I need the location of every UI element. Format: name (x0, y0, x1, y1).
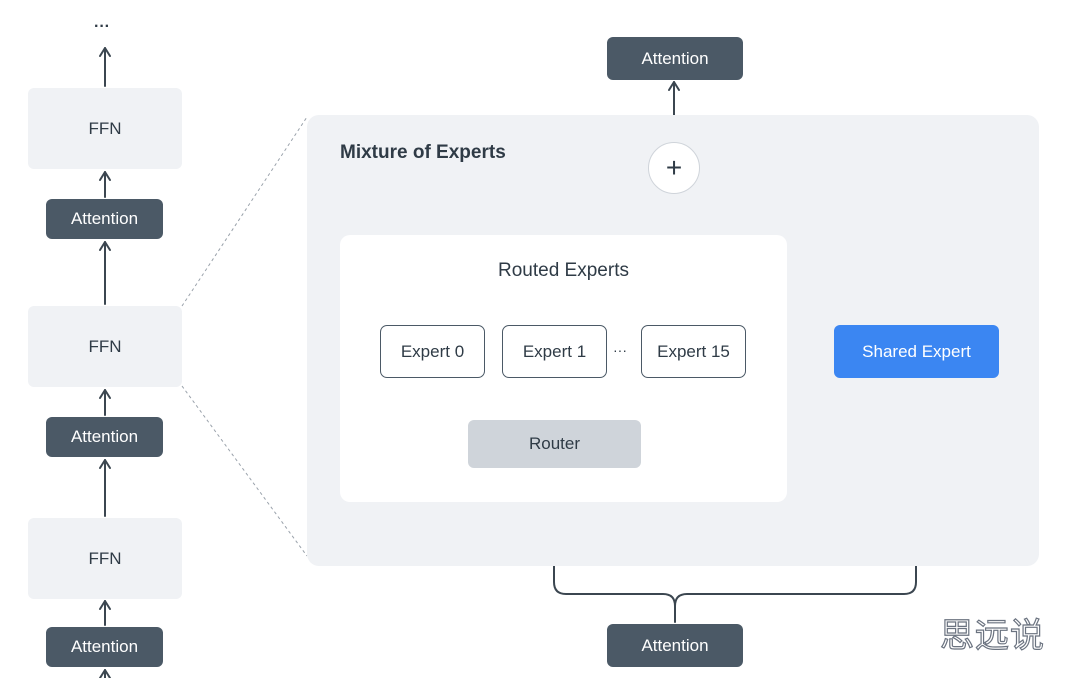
zoom-line-top (181, 116, 308, 307)
shared-expert: Shared Expert (834, 325, 999, 378)
routed-experts-title: Routed Experts (498, 260, 629, 281)
zoom-line-bottom (181, 385, 308, 557)
output-attention: Attention (607, 37, 743, 80)
ffn-block-1: FFN (28, 88, 182, 169)
sum-plus-icon: + (648, 142, 700, 194)
experts-ellipsis: ··· (613, 342, 627, 358)
line-input-to-shared (674, 379, 922, 607)
line-input-split (548, 469, 676, 623)
moe-title: Mixture of Experts (340, 142, 506, 163)
input-attention: Attention (607, 624, 743, 667)
attention-block-3: Attention (46, 627, 163, 667)
top-ellipsis: ··· (94, 18, 110, 35)
attention-block-2: Attention (46, 417, 163, 457)
expert-0: Expert 0 (380, 325, 485, 378)
router: Router (468, 420, 641, 468)
ffn-block-3: FFN (28, 518, 182, 599)
expert-1: Expert 1 (502, 325, 607, 378)
expert-15: Expert 15 (641, 325, 746, 378)
ffn-block-2: FFN (28, 306, 182, 387)
watermark-logo: 思远说 (939, 615, 1045, 656)
attention-block-1: Attention (46, 199, 163, 239)
